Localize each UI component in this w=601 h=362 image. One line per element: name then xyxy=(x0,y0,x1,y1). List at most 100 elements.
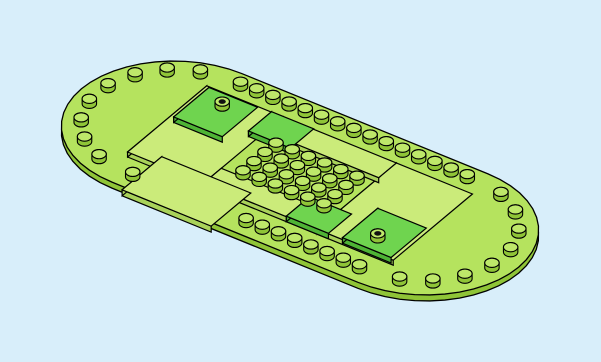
grid-stud-top xyxy=(323,174,337,183)
grid-stud-top xyxy=(301,192,315,201)
edge-stud xyxy=(233,77,247,91)
edge-stud xyxy=(128,68,142,82)
edge-stud-top xyxy=(77,132,91,141)
grid-stud xyxy=(284,186,298,200)
edge-stud-top xyxy=(298,104,312,113)
edge-stud xyxy=(494,187,508,201)
edge-stud xyxy=(485,258,499,272)
grid-stud-top xyxy=(339,180,353,189)
edge-stud xyxy=(314,110,328,124)
edge-stud xyxy=(266,90,280,104)
edge-stud xyxy=(282,97,296,111)
edge-stud xyxy=(508,205,522,219)
edge-stud-top xyxy=(392,272,406,281)
edge-stud-top xyxy=(74,113,88,122)
edge-stud xyxy=(126,167,140,181)
edge-stud xyxy=(101,79,115,93)
edge-stud-top xyxy=(512,224,526,233)
edge-stud-top xyxy=(320,246,334,255)
edge-stud-top xyxy=(271,227,285,236)
hollow-stud-front-hole xyxy=(374,231,381,236)
edge-stud-top xyxy=(508,205,522,214)
edge-stud xyxy=(426,274,440,288)
grid-stud-top xyxy=(290,161,304,170)
edge-stud-top xyxy=(444,163,458,172)
edge-stud-top xyxy=(363,130,377,139)
edge-stud-top xyxy=(250,84,264,93)
edge-stud-top xyxy=(352,260,366,269)
grid-stud-top xyxy=(285,145,299,154)
grid-stud-top xyxy=(306,167,320,176)
edge-stud-top xyxy=(266,90,280,99)
edge-stud xyxy=(412,150,426,164)
edge-stud xyxy=(77,132,91,146)
grid-stud-top xyxy=(258,147,272,156)
edge-stud xyxy=(331,117,345,131)
hollow-stud-back xyxy=(215,97,229,111)
edge-stud xyxy=(193,65,207,79)
edge-stud-top xyxy=(288,233,302,242)
grid-stud-top xyxy=(236,166,250,175)
edge-stud-top xyxy=(160,63,174,72)
edge-stud xyxy=(428,156,442,170)
edge-stud xyxy=(320,246,334,260)
grid-stud-top xyxy=(263,163,277,172)
edge-stud xyxy=(250,84,264,98)
edge-stud xyxy=(160,63,174,77)
edge-stud-top xyxy=(239,213,253,222)
edge-stud xyxy=(304,240,318,254)
edge-stud xyxy=(271,227,285,241)
edge-stud xyxy=(458,269,472,283)
grid-stud-top xyxy=(269,138,283,147)
edge-stud xyxy=(444,163,458,177)
edge-stud xyxy=(392,272,406,286)
edge-stud xyxy=(512,224,526,238)
grid-stud-top xyxy=(274,154,288,163)
grid-stud xyxy=(236,166,250,180)
grid-stud-top xyxy=(279,170,293,179)
grid-stud-top xyxy=(350,171,364,180)
edge-stud-top xyxy=(255,220,269,229)
hollow-stud-back-hole xyxy=(219,99,226,104)
edge-stud xyxy=(288,233,302,247)
edge-stud xyxy=(336,253,350,267)
edge-stud-top xyxy=(92,150,106,159)
edge-stud xyxy=(460,170,474,184)
edge-stud-top xyxy=(503,243,517,252)
edge-stud xyxy=(395,143,409,157)
edge-stud-top xyxy=(282,97,296,106)
grid-stud-top xyxy=(334,165,348,174)
edge-stud xyxy=(503,243,517,257)
edge-stud-top xyxy=(395,143,409,152)
grid-stud-top xyxy=(317,158,331,167)
edge-stud-top xyxy=(428,156,442,165)
grid-stud-top xyxy=(301,151,315,160)
grid-stud-top xyxy=(295,176,309,185)
grid-stud-top xyxy=(312,183,326,192)
grid-stud xyxy=(317,199,331,213)
grid-stud-top xyxy=(252,172,266,181)
grid-stud-top xyxy=(328,190,342,199)
edge-stud xyxy=(298,104,312,118)
edge-stud-top xyxy=(82,94,96,103)
edge-stud xyxy=(352,260,366,274)
edge-stud-top xyxy=(331,117,345,126)
edge-stud xyxy=(379,137,393,151)
grid-stud xyxy=(252,172,266,186)
edge-stud-top xyxy=(126,167,140,176)
edge-stud-top xyxy=(304,240,318,249)
edge-stud xyxy=(255,220,269,234)
edge-stud xyxy=(347,123,361,137)
edge-stud xyxy=(74,113,88,127)
edge-stud-top xyxy=(494,187,508,196)
edge-stud xyxy=(82,94,96,108)
grid-stud-top xyxy=(268,179,282,188)
edge-stud-top xyxy=(412,150,426,159)
edge-stud-top xyxy=(336,253,350,262)
grid-stud xyxy=(301,192,315,206)
edge-stud-top xyxy=(379,137,393,146)
edge-stud-top xyxy=(314,110,328,119)
edge-stud xyxy=(363,130,377,144)
